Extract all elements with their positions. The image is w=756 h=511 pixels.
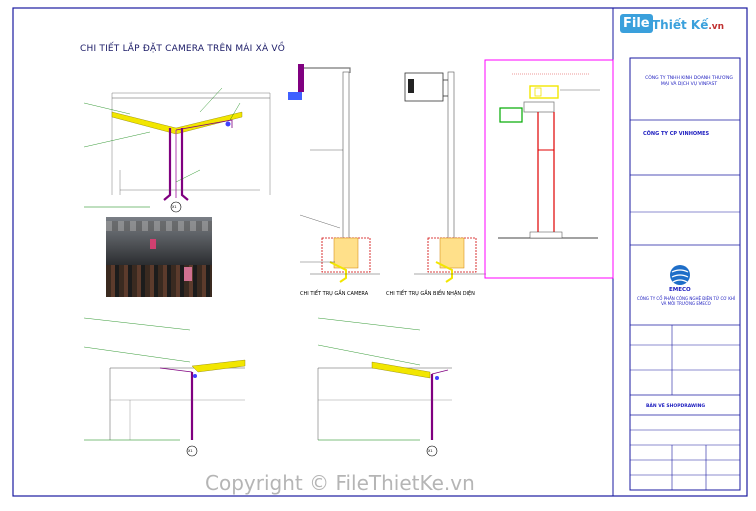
- caption-pole-sign: CHI TIẾT TRỤ GẮN BIỂN NHẬN DIỆN: [386, 291, 475, 297]
- title-block-company: CÔNG TY TNHH KINH DOANH THƯƠNG MẠI VÀ DỊ…: [645, 76, 733, 87]
- filethietke-logo: File Thiết Kế.vn: [620, 14, 732, 38]
- detail-roof-camera-top: [83, 87, 271, 213]
- title-block-contractor: CÔNG TY CỔ PHẦN CÔNG NGHỆ ĐIỆN TỬ CƠ KHÍ…: [636, 296, 736, 306]
- title-block-drawing-type: BẢN VẼ SHOPDRAWING: [646, 404, 706, 409]
- detail-pole-sign: [404, 71, 486, 283]
- detail-roof-camera-right: [317, 317, 452, 457]
- detail-roof-camera-left: [83, 317, 246, 457]
- axis-label-x1-bottom-left: X1: [188, 449, 193, 453]
- camera-icon: [288, 92, 302, 100]
- copyright-watermark: Copyright © FileThietKe.vn: [205, 471, 475, 495]
- site-photo: [106, 217, 212, 297]
- title-block-owner: CÔNG TY CP VINHOMES: [643, 131, 710, 137]
- roof-beam: [111, 111, 243, 135]
- axis-marker-x1: [186, 445, 198, 457]
- drawing-title: CHI TIẾT LẮP ĐẶT CAMERA TRÊN MÁI XÀ VỒ: [80, 44, 286, 54]
- camera-icon: [193, 374, 197, 378]
- caption-pole-camera: CHI TIẾT TRỤ GẮN CAMERA: [300, 291, 369, 297]
- logo-file-text: File: [620, 14, 653, 33]
- camera-icon: [435, 376, 439, 380]
- axis-marker-x1: [170, 201, 182, 213]
- detail-pole-camera: [288, 64, 380, 283]
- title-block-contractor-logo: EMECO: [669, 287, 691, 293]
- sheet-border: [12, 7, 748, 497]
- axis-label-x1-bottom-right: X1: [428, 449, 433, 453]
- axis-label-x1: X1: [172, 205, 177, 209]
- detail-sign-frame: [484, 59, 614, 279]
- camera-icon: [225, 121, 231, 127]
- title-block-frame: [629, 57, 741, 491]
- logo-brand-text: Thiết Kế.vn: [652, 18, 725, 32]
- axis-marker-x1: [426, 445, 438, 457]
